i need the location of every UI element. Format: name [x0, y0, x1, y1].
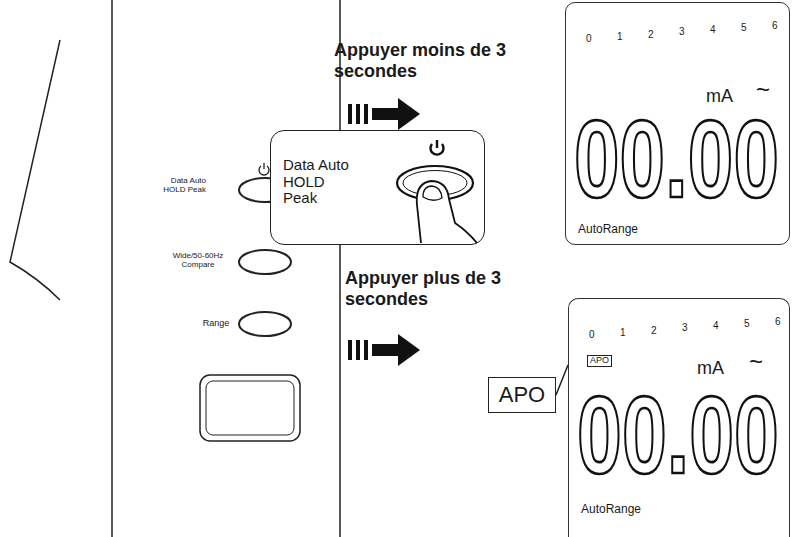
lcd-digits: 00.00 — [577, 379, 779, 489]
lcd-display: 0123456mA~00.00AutoRange — [565, 2, 790, 245]
lcd-display: 0 1 2 3 4 5 6APO mA ~00.00AutoRange — [568, 298, 790, 537]
scale-number: 0 — [589, 329, 595, 340]
lcd-digits: 00.00 — [574, 103, 779, 213]
scale-number: 4 — [713, 320, 719, 331]
autorange-indicator: AutoRange — [581, 503, 641, 516]
scale-number: 1 — [620, 327, 626, 338]
ac-symbol: ~ — [749, 349, 763, 375]
scale-number: 5 — [744, 318, 750, 329]
button-label: Wide/50-60Hz Compare — [160, 251, 236, 269]
scale-number: 1 — [617, 31, 623, 42]
scale-number: 6 — [775, 316, 781, 327]
scale-number: 2 — [651, 325, 657, 336]
wide-button — [239, 250, 291, 274]
button-label: Range — [196, 318, 236, 328]
unit-label: mA — [697, 359, 724, 379]
callout-leader — [556, 365, 568, 395]
housing-wedge — [10, 40, 60, 300]
hold-button-inset: Data Auto HOLD Peak — [270, 130, 485, 245]
instruction-label: Appuyer moins de 3 secondes — [334, 40, 524, 81]
arrow-icon — [348, 98, 420, 130]
scale-number: 2 — [648, 29, 654, 40]
button-label: Data Auto HOLD Peak — [283, 157, 363, 207]
scale-number: 0 — [586, 33, 592, 44]
power-symbol — [436, 140, 438, 148]
fingernail — [423, 186, 442, 200]
scale-number: 5 — [741, 22, 747, 33]
callout-text: APO — [489, 378, 555, 412]
finger — [417, 181, 477, 243]
instruction-label: Appuyer plus de 3 secondes — [345, 268, 535, 309]
panel-edge — [111, 0, 113, 537]
scale-number: 6 — [772, 20, 778, 31]
scale-number: 3 — [679, 26, 685, 37]
callout-leader — [556, 365, 568, 395]
ac-symbol: ~ — [756, 77, 770, 103]
display-window — [206, 381, 294, 435]
autorange-indicator: AutoRange — [578, 223, 638, 236]
scale-number: 3 — [682, 322, 688, 333]
button-label: Data Auto HOLD Peak — [160, 176, 206, 194]
display-window — [200, 375, 300, 441]
scale-number: 4 — [710, 24, 716, 35]
arrow-icon — [348, 334, 420, 366]
callout-box: APO — [488, 377, 556, 413]
range-button — [239, 312, 291, 336]
power-symbol — [259, 163, 269, 175]
apo-indicator: APO — [587, 355, 612, 367]
